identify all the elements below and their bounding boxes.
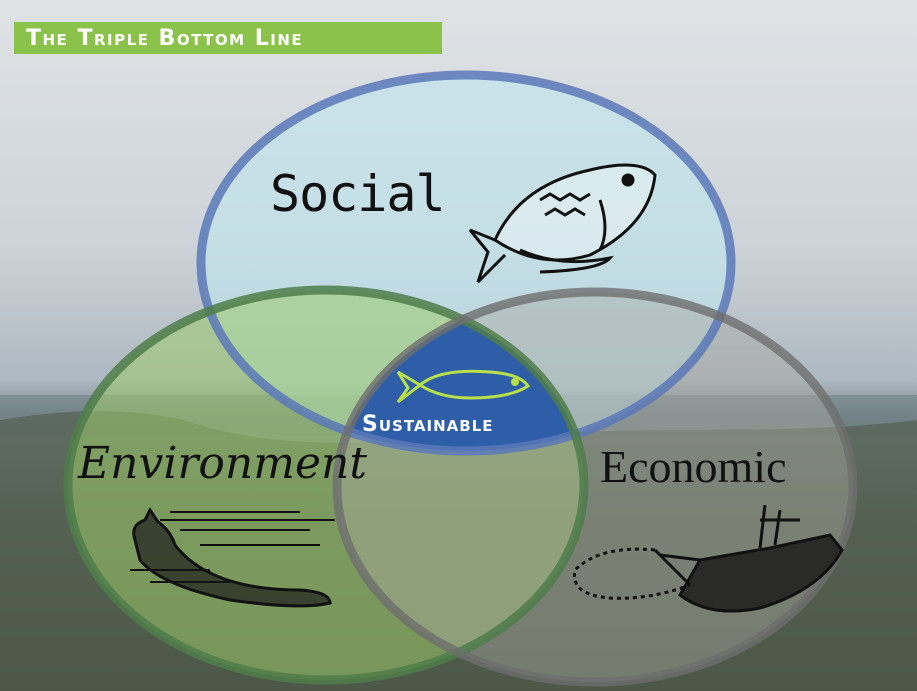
fishing-boat-icon (572, 504, 844, 613)
title-banner: The Triple Bottom Line (14, 22, 442, 54)
fish-icon (468, 163, 657, 284)
environment-label: Environment (78, 438, 368, 489)
economic-label: Economic (600, 441, 787, 492)
slide-title: The Triple Bottom Line (26, 25, 304, 51)
environment-circle-outline (63, 285, 589, 685)
social-circle-outline (196, 70, 736, 456)
economic-circle-outline (332, 287, 858, 687)
social-label: Social (270, 165, 446, 223)
sustainable-label: Sustainable (362, 412, 494, 437)
fish-outline-icon (396, 369, 531, 404)
whale-icon (130, 507, 335, 608)
